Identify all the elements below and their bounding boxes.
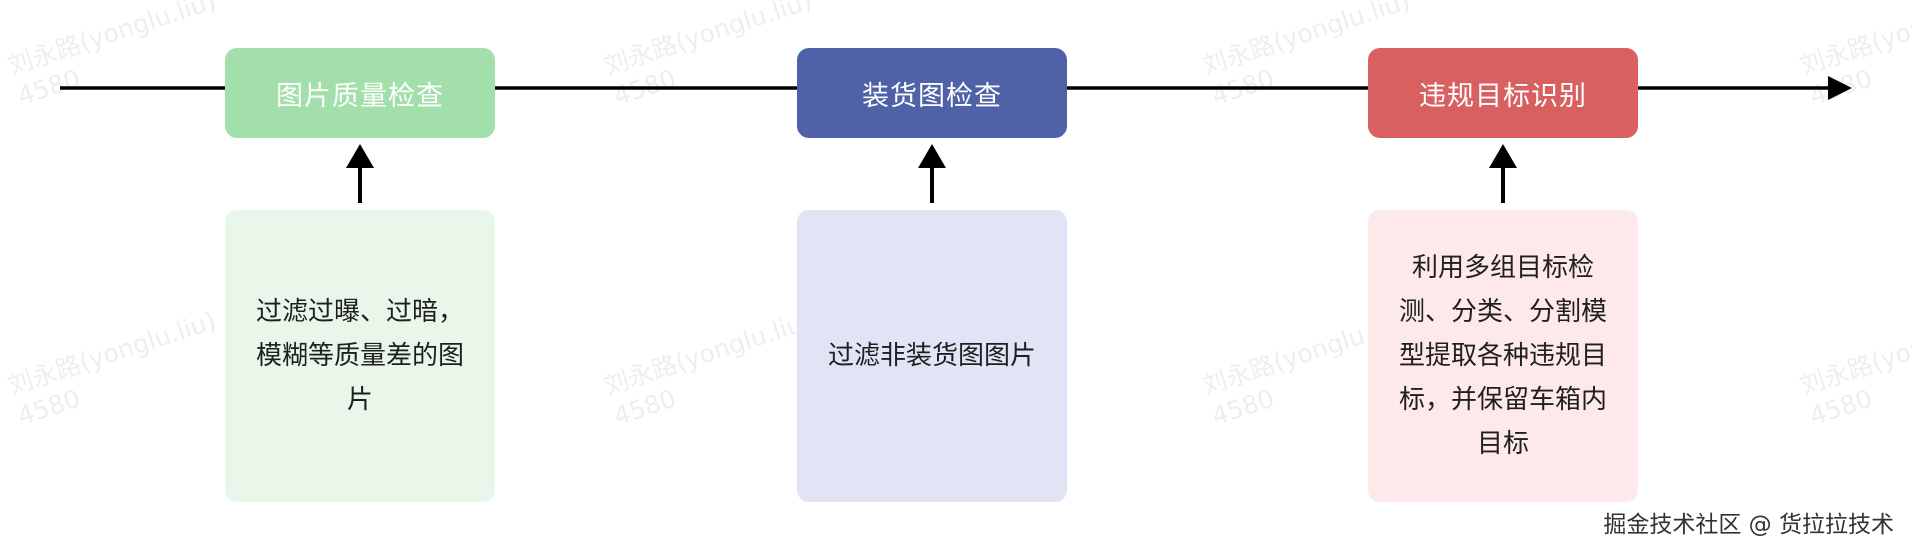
stage-1-box: 图片质量检查 (225, 48, 495, 138)
stage-1-description-box: 过滤过曝、过暗， 模糊等质量差的图 片 (225, 210, 495, 502)
timeline-arrowhead-icon (1828, 76, 1852, 100)
stage-1-up-arrow-icon (346, 144, 374, 168)
source-credit: 掘金技术社区 @ 货拉拉技术 (1603, 512, 1894, 538)
stage-1-title: 图片质量检查 (276, 80, 444, 112)
stage-2-description: 过滤非装货图图片 (827, 341, 1036, 371)
stage-3-up-arrow-icon (1489, 144, 1517, 168)
stage-2-title: 装货图检查 (862, 80, 1002, 112)
stage-3-box: 违规目标识别 (1368, 48, 1638, 138)
stage-2-box: 装货图检查 (797, 48, 1067, 138)
stage-3-description: 利用多组目标检 测、分类、分割模 型提取各种违规目 标，并保留车箱内 目标 (1398, 253, 1607, 459)
stage-3-description-box: 利用多组目标检 测、分类、分割模 型提取各种违规目 标，并保留车箱内 目标 (1368, 210, 1638, 502)
stage-3-title: 违规目标识别 (1419, 80, 1587, 112)
stage-2-up-arrow-icon (918, 144, 946, 168)
stage-1-description: 过滤过曝、过暗， 模糊等质量差的图 片 (255, 297, 464, 415)
stage-2-description-box: 过滤非装货图图片 (797, 210, 1067, 502)
